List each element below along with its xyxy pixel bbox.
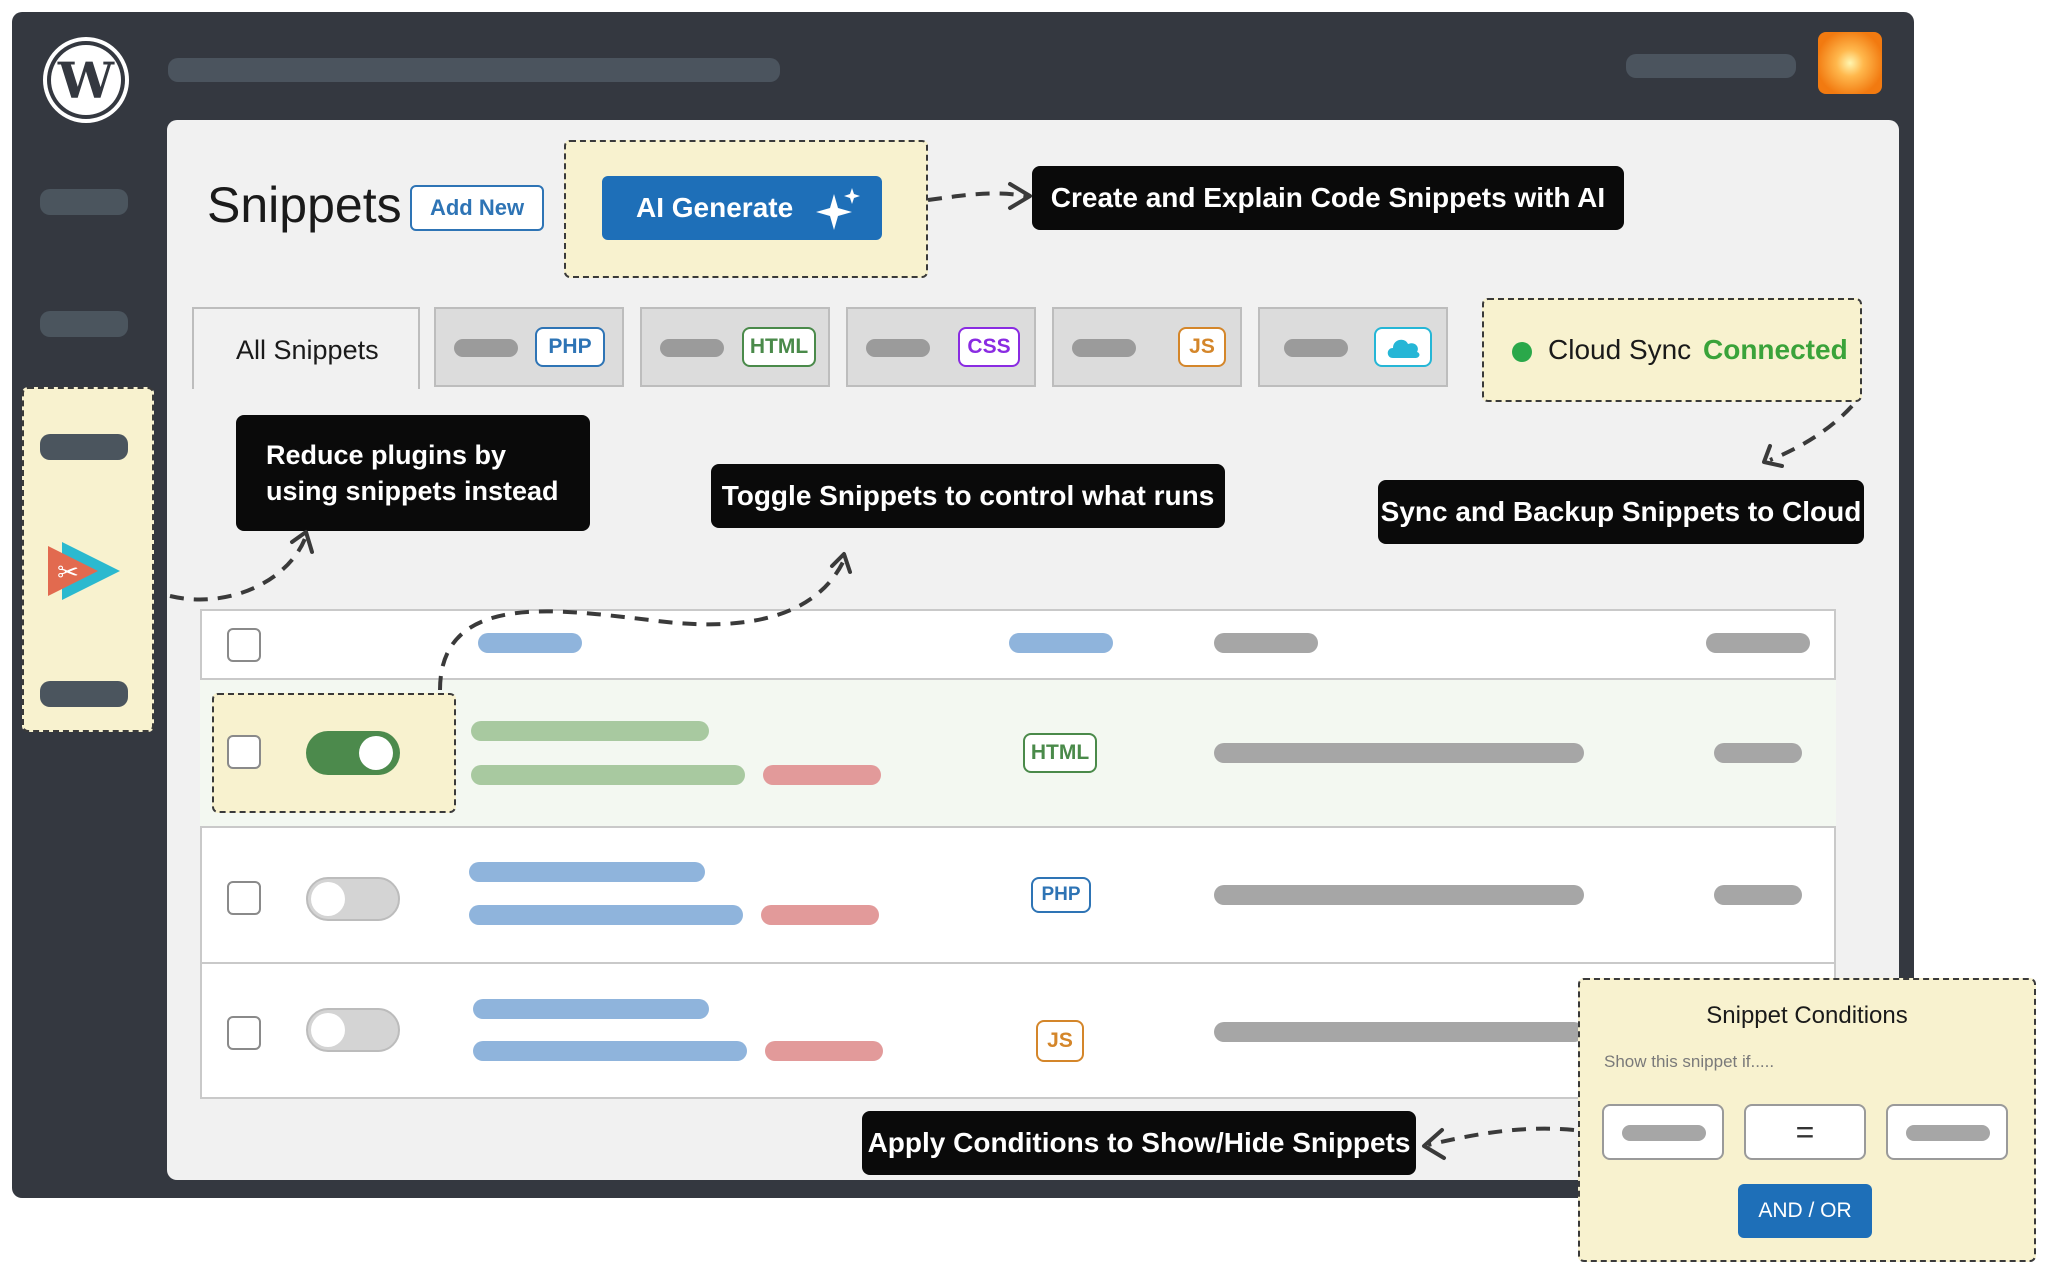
js-badge: JS — [1178, 327, 1226, 367]
add-new-button[interactable]: Add New — [410, 185, 544, 231]
tab-css[interactable]: CSS — [846, 307, 1036, 387]
snippet-title-placeholder[interactable] — [471, 721, 709, 741]
column-header-description — [1214, 633, 1318, 653]
conditions-title: Snippet Conditions — [1706, 1002, 1908, 1029]
table-row[interactable] — [200, 826, 1836, 962]
snippet-meta-placeholder — [471, 765, 745, 785]
condition-value-select[interactable] — [1886, 1104, 2008, 1160]
select-all-checkbox[interactable] — [227, 628, 261, 662]
sparkle-icon — [816, 186, 862, 237]
operator-value: = — [1795, 1113, 1815, 1150]
tab-all-snippets[interactable]: All Snippets — [192, 307, 420, 389]
field-placeholder — [1906, 1125, 1990, 1141]
snippet-active-toggle[interactable] — [306, 731, 400, 775]
ai-callout: Create and Explain Code Snippets with AI — [1032, 166, 1624, 230]
snippet-description-placeholder — [1214, 743, 1584, 763]
js-type-badge: JS — [1036, 1020, 1084, 1062]
tab-label-placeholder — [660, 339, 724, 357]
snippet-tag-placeholder — [765, 1041, 883, 1061]
sidebar-item[interactable] — [40, 681, 128, 707]
tab-label-placeholder — [866, 339, 930, 357]
cloud-sync-status: Cloud Sync Connected — [1482, 298, 1862, 402]
reduce-plugins-text: Reduce plugins by using snippets instead — [266, 440, 559, 506]
sidebar-item[interactable] — [40, 311, 128, 337]
tab-js[interactable]: JS — [1052, 307, 1242, 387]
svg-text:W: W — [57, 51, 115, 110]
field-placeholder — [1622, 1125, 1706, 1141]
snippet-title-placeholder[interactable] — [473, 999, 709, 1019]
snippet-description-placeholder — [1214, 1022, 1584, 1042]
cloud-sync-state: Connected — [1703, 334, 1848, 365]
row-checkbox[interactable] — [227, 1016, 261, 1050]
svg-text:✂: ✂ — [57, 558, 79, 588]
snippet-tag-placeholder — [763, 765, 881, 785]
row-checkbox[interactable] — [227, 881, 261, 915]
tab-html[interactable]: HTML — [640, 307, 830, 387]
snippet-active-toggle[interactable] — [306, 877, 400, 921]
toggle-knob — [311, 1013, 345, 1047]
table-row[interactable] — [200, 962, 1836, 1098]
wordpress-logo-icon[interactable]: W — [42, 36, 130, 124]
html-type-badge: HTML — [1023, 733, 1097, 773]
conditions-callout: Apply Conditions to Show/Hide Snippets — [862, 1111, 1416, 1175]
tab-label-placeholder — [1072, 339, 1136, 357]
connected-dot-icon — [1512, 342, 1532, 362]
sidebar-item[interactable] — [40, 434, 128, 460]
ai-generate-label: AI Generate — [636, 192, 794, 223]
snippet-date-placeholder — [1714, 885, 1802, 905]
condition-field-select[interactable] — [1602, 1104, 1724, 1160]
column-header-type[interactable] — [1009, 633, 1113, 653]
tab-cloud[interactable] — [1258, 307, 1448, 387]
toggle-knob — [311, 882, 345, 916]
admin-bar-placeholder — [168, 58, 780, 82]
page-title: Snippets — [207, 177, 402, 233]
condition-operator-select[interactable]: = — [1744, 1104, 1866, 1160]
cloud-icon — [1387, 339, 1420, 358]
sidebar-item[interactable] — [40, 189, 128, 215]
snippet-tag-placeholder — [761, 905, 879, 925]
and-or-button[interactable]: AND / OR — [1738, 1184, 1872, 1238]
cloud-sync-label: Cloud Sync — [1548, 334, 1692, 365]
tab-label-placeholder — [1284, 339, 1348, 357]
snippet-description-placeholder — [1214, 885, 1584, 905]
reduce-plugins-callout: Reduce plugins by using snippets instead — [236, 415, 590, 531]
row-checkbox[interactable] — [227, 735, 261, 769]
snippet-title-placeholder[interactable] — [469, 862, 705, 882]
tab-php[interactable]: PHP — [434, 307, 624, 387]
sync-callout: Sync and Backup Snippets to Cloud — [1378, 480, 1864, 544]
toggle-knob — [359, 736, 393, 770]
toggle-callout: Toggle Snippets to control what runs — [711, 464, 1225, 528]
tab-label-placeholder — [454, 339, 518, 357]
php-type-badge: PHP — [1031, 877, 1091, 913]
column-header-name[interactable] — [478, 633, 582, 653]
column-header-date — [1706, 633, 1810, 653]
conditions-subtitle: Show this snippet if..... — [1604, 1052, 1775, 1071]
snippet-active-toggle[interactable] — [306, 1008, 400, 1052]
snippet-date-placeholder — [1714, 743, 1802, 763]
snippet-meta-placeholder — [473, 1041, 747, 1061]
tab-all-snippets-label: All Snippets — [236, 335, 379, 365]
ai-generate-button[interactable]: AI Generate — [602, 176, 882, 240]
php-badge: PHP — [535, 327, 605, 367]
cloud-badge — [1374, 327, 1432, 367]
css-badge: CSS — [958, 327, 1020, 367]
user-menu-placeholder[interactable] — [1626, 54, 1796, 78]
avatar[interactable] — [1818, 32, 1882, 94]
wpcode-logo-icon[interactable]: ✂ — [44, 538, 122, 604]
snippet-meta-placeholder — [469, 905, 743, 925]
html-badge: HTML — [742, 327, 816, 367]
